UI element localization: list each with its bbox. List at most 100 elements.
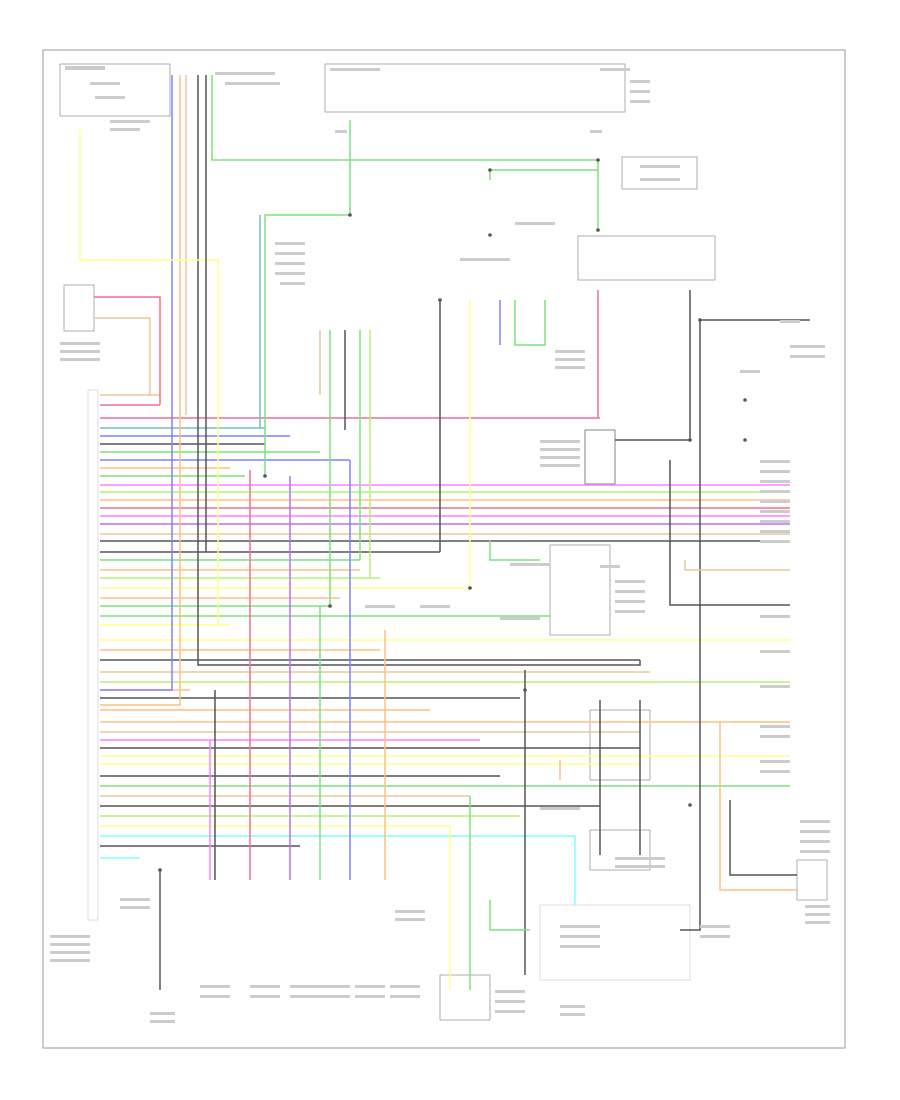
transmission-box xyxy=(589,829,651,871)
label-placeholder-82 xyxy=(390,985,420,988)
label-placeholder-60 xyxy=(760,760,790,763)
label-placeholder-84 xyxy=(495,990,525,993)
junction-0 xyxy=(348,213,352,217)
label-placeholder-95 xyxy=(50,959,90,962)
junction-5 xyxy=(328,604,332,608)
label-placeholder-101 xyxy=(395,918,425,921)
label-placeholder-42 xyxy=(760,510,790,513)
label-placeholder-71 xyxy=(120,906,150,909)
label-placeholder-20 xyxy=(275,262,305,265)
label-placeholder-69 xyxy=(805,921,830,924)
v-gray-r5 xyxy=(729,800,797,876)
label-placeholder-19 xyxy=(275,252,305,255)
label-placeholder-27 xyxy=(555,358,585,361)
label-placeholder-87 xyxy=(560,925,600,928)
junction-13 xyxy=(523,688,527,692)
label-placeholder-89 xyxy=(560,945,600,948)
sensor-box-right xyxy=(796,859,828,901)
label-placeholder-70 xyxy=(120,898,150,901)
label-placeholder-96 xyxy=(150,1012,175,1015)
label-placeholder-21 xyxy=(275,272,305,275)
label-placeholder-14 xyxy=(640,165,680,168)
v-green-mid xyxy=(264,120,351,476)
label-placeholder-28 xyxy=(555,366,585,369)
label-placeholder-2 xyxy=(95,96,125,99)
label-placeholder-59 xyxy=(760,735,790,738)
label-placeholder-68 xyxy=(805,913,830,916)
label-placeholder-10 xyxy=(630,90,650,93)
label-placeholder-44 xyxy=(760,530,790,533)
label-placeholder-30 xyxy=(790,345,825,348)
v-gray-r3 xyxy=(680,320,701,931)
label-placeholder-33 xyxy=(540,440,580,443)
junction-1 xyxy=(596,158,600,162)
v-green-c2 xyxy=(514,300,546,346)
label-placeholder-51 xyxy=(615,610,645,613)
v-green-center xyxy=(489,169,598,180)
junction-10 xyxy=(743,438,747,442)
label-placeholder-73 xyxy=(200,995,230,998)
junction-6 xyxy=(468,586,472,590)
label-placeholder-99 xyxy=(560,1013,585,1016)
label-placeholder-38 xyxy=(760,470,790,473)
v-green-top xyxy=(211,75,599,230)
label-placeholder-88 xyxy=(560,935,600,938)
label-placeholder-53 xyxy=(420,605,450,608)
label-placeholder-23 xyxy=(60,342,100,345)
label-placeholder-67 xyxy=(805,905,830,908)
label-placeholder-48 xyxy=(615,580,645,583)
label-group xyxy=(50,66,830,1023)
ecm-box xyxy=(87,389,99,921)
label-placeholder-90 xyxy=(700,925,730,928)
label-placeholder-62 xyxy=(540,807,580,810)
v-yellow-left xyxy=(79,130,219,625)
label-placeholder-3 xyxy=(110,120,150,123)
label-placeholder-8 xyxy=(600,68,630,71)
label-placeholder-0 xyxy=(65,66,105,70)
label-placeholder-39 xyxy=(760,480,790,483)
junction-4 xyxy=(438,298,442,302)
v-gray-right xyxy=(615,290,691,441)
label-placeholder-25 xyxy=(60,358,100,361)
module-box-right xyxy=(539,904,691,981)
label-placeholder-81 xyxy=(355,995,385,998)
v-tan-r xyxy=(684,560,790,571)
label-placeholder-55 xyxy=(760,615,790,618)
label-placeholder-72 xyxy=(200,985,230,988)
junction-3 xyxy=(488,233,492,237)
label-placeholder-80 xyxy=(355,985,385,988)
label-placeholder-7 xyxy=(330,68,380,71)
v-red-sensor xyxy=(94,296,161,405)
label-placeholder-47 xyxy=(600,565,620,568)
marks-group xyxy=(158,158,747,872)
label-placeholder-58 xyxy=(760,725,790,728)
label-placeholder-75 xyxy=(250,995,280,998)
junction-15 xyxy=(488,168,492,172)
v-gray-top xyxy=(197,75,641,666)
label-placeholder-78 xyxy=(320,985,350,988)
solenoid-box xyxy=(589,709,651,781)
label-placeholder-45 xyxy=(760,540,790,543)
v-green-sw xyxy=(489,540,540,561)
label-placeholder-12 xyxy=(335,130,347,133)
sensor-box-left xyxy=(63,284,95,332)
label-placeholder-37 xyxy=(760,460,790,463)
fuse-box-center xyxy=(324,63,626,113)
label-placeholder-74 xyxy=(250,985,280,988)
label-placeholder-98 xyxy=(560,1005,585,1008)
label-placeholder-34 xyxy=(540,448,580,451)
relay-box-right xyxy=(577,235,716,281)
v-tan-sensor xyxy=(94,317,151,395)
ic-module xyxy=(584,429,616,485)
label-placeholder-103 xyxy=(615,865,665,868)
label-placeholder-92 xyxy=(50,935,90,938)
v-gray-r4 xyxy=(669,460,790,606)
label-placeholder-15 xyxy=(640,178,680,181)
v-blue-top xyxy=(100,75,173,691)
label-placeholder-41 xyxy=(760,500,790,503)
label-placeholder-64 xyxy=(800,830,830,833)
label-placeholder-17 xyxy=(460,258,510,261)
label-placeholder-4 xyxy=(110,128,140,131)
label-placeholder-91 xyxy=(700,935,730,938)
